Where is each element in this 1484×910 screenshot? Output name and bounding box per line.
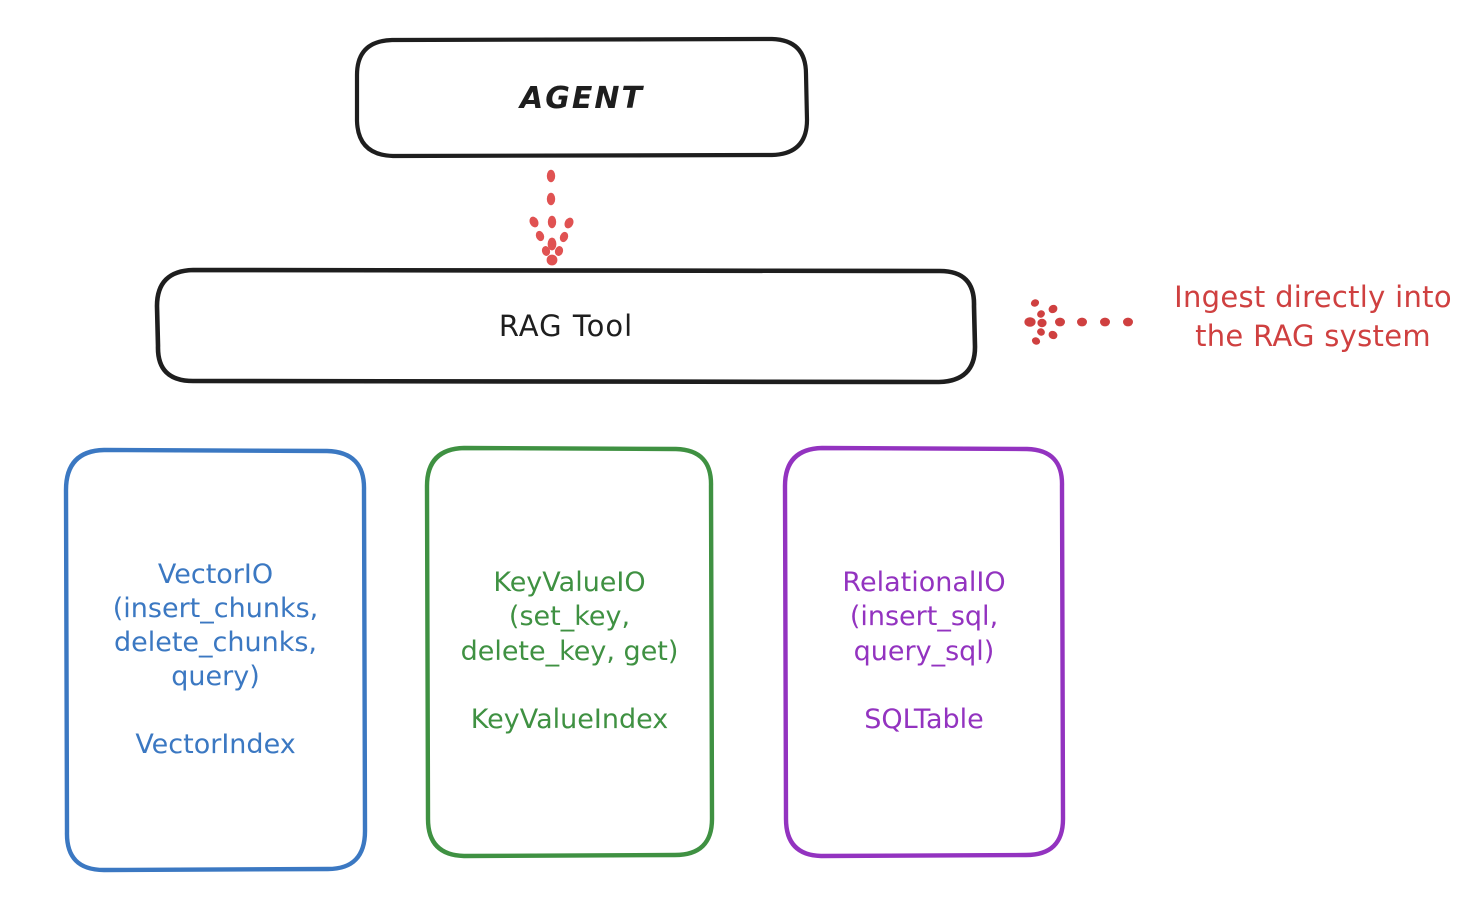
ingest-annotation-text: Ingest directly into the RAG system: [1174, 280, 1452, 353]
relationalio-primary-label: RelationalIO (insert_sql, query_sql): [842, 567, 1006, 667]
rag-tool-node-label: RAG Tool: [498, 309, 634, 343]
vectorio-card: VectorIO (insert_chunks, delete_chunks, …: [66, 450, 365, 870]
vectorio-secondary-label: VectorIndex: [135, 729, 296, 761]
relationalio-card: RelationalIO (insert_sql, query_sql) SQL…: [785, 448, 1063, 855]
keyvalueio-card: KeyValueIO (set_key, delete_key, get) Ke…: [427, 448, 712, 855]
agent-to-ragtool-arrow-icon: [529, 169, 574, 266]
annotation-to-ragtool-arrow-icon: [1024, 299, 1133, 345]
agent-node-label: AGENT: [520, 80, 644, 116]
keyvalueio-secondary-label: KeyValueIndex: [470, 703, 669, 735]
keyvalueio-primary-label: KeyValueIO (set_key, delete_key, get): [460, 567, 679, 667]
vectorio-primary-label: VectorIO (insert_chunks, delete_chunks, …: [112, 558, 319, 692]
relationalio-secondary-label: SQLTable: [864, 703, 984, 735]
